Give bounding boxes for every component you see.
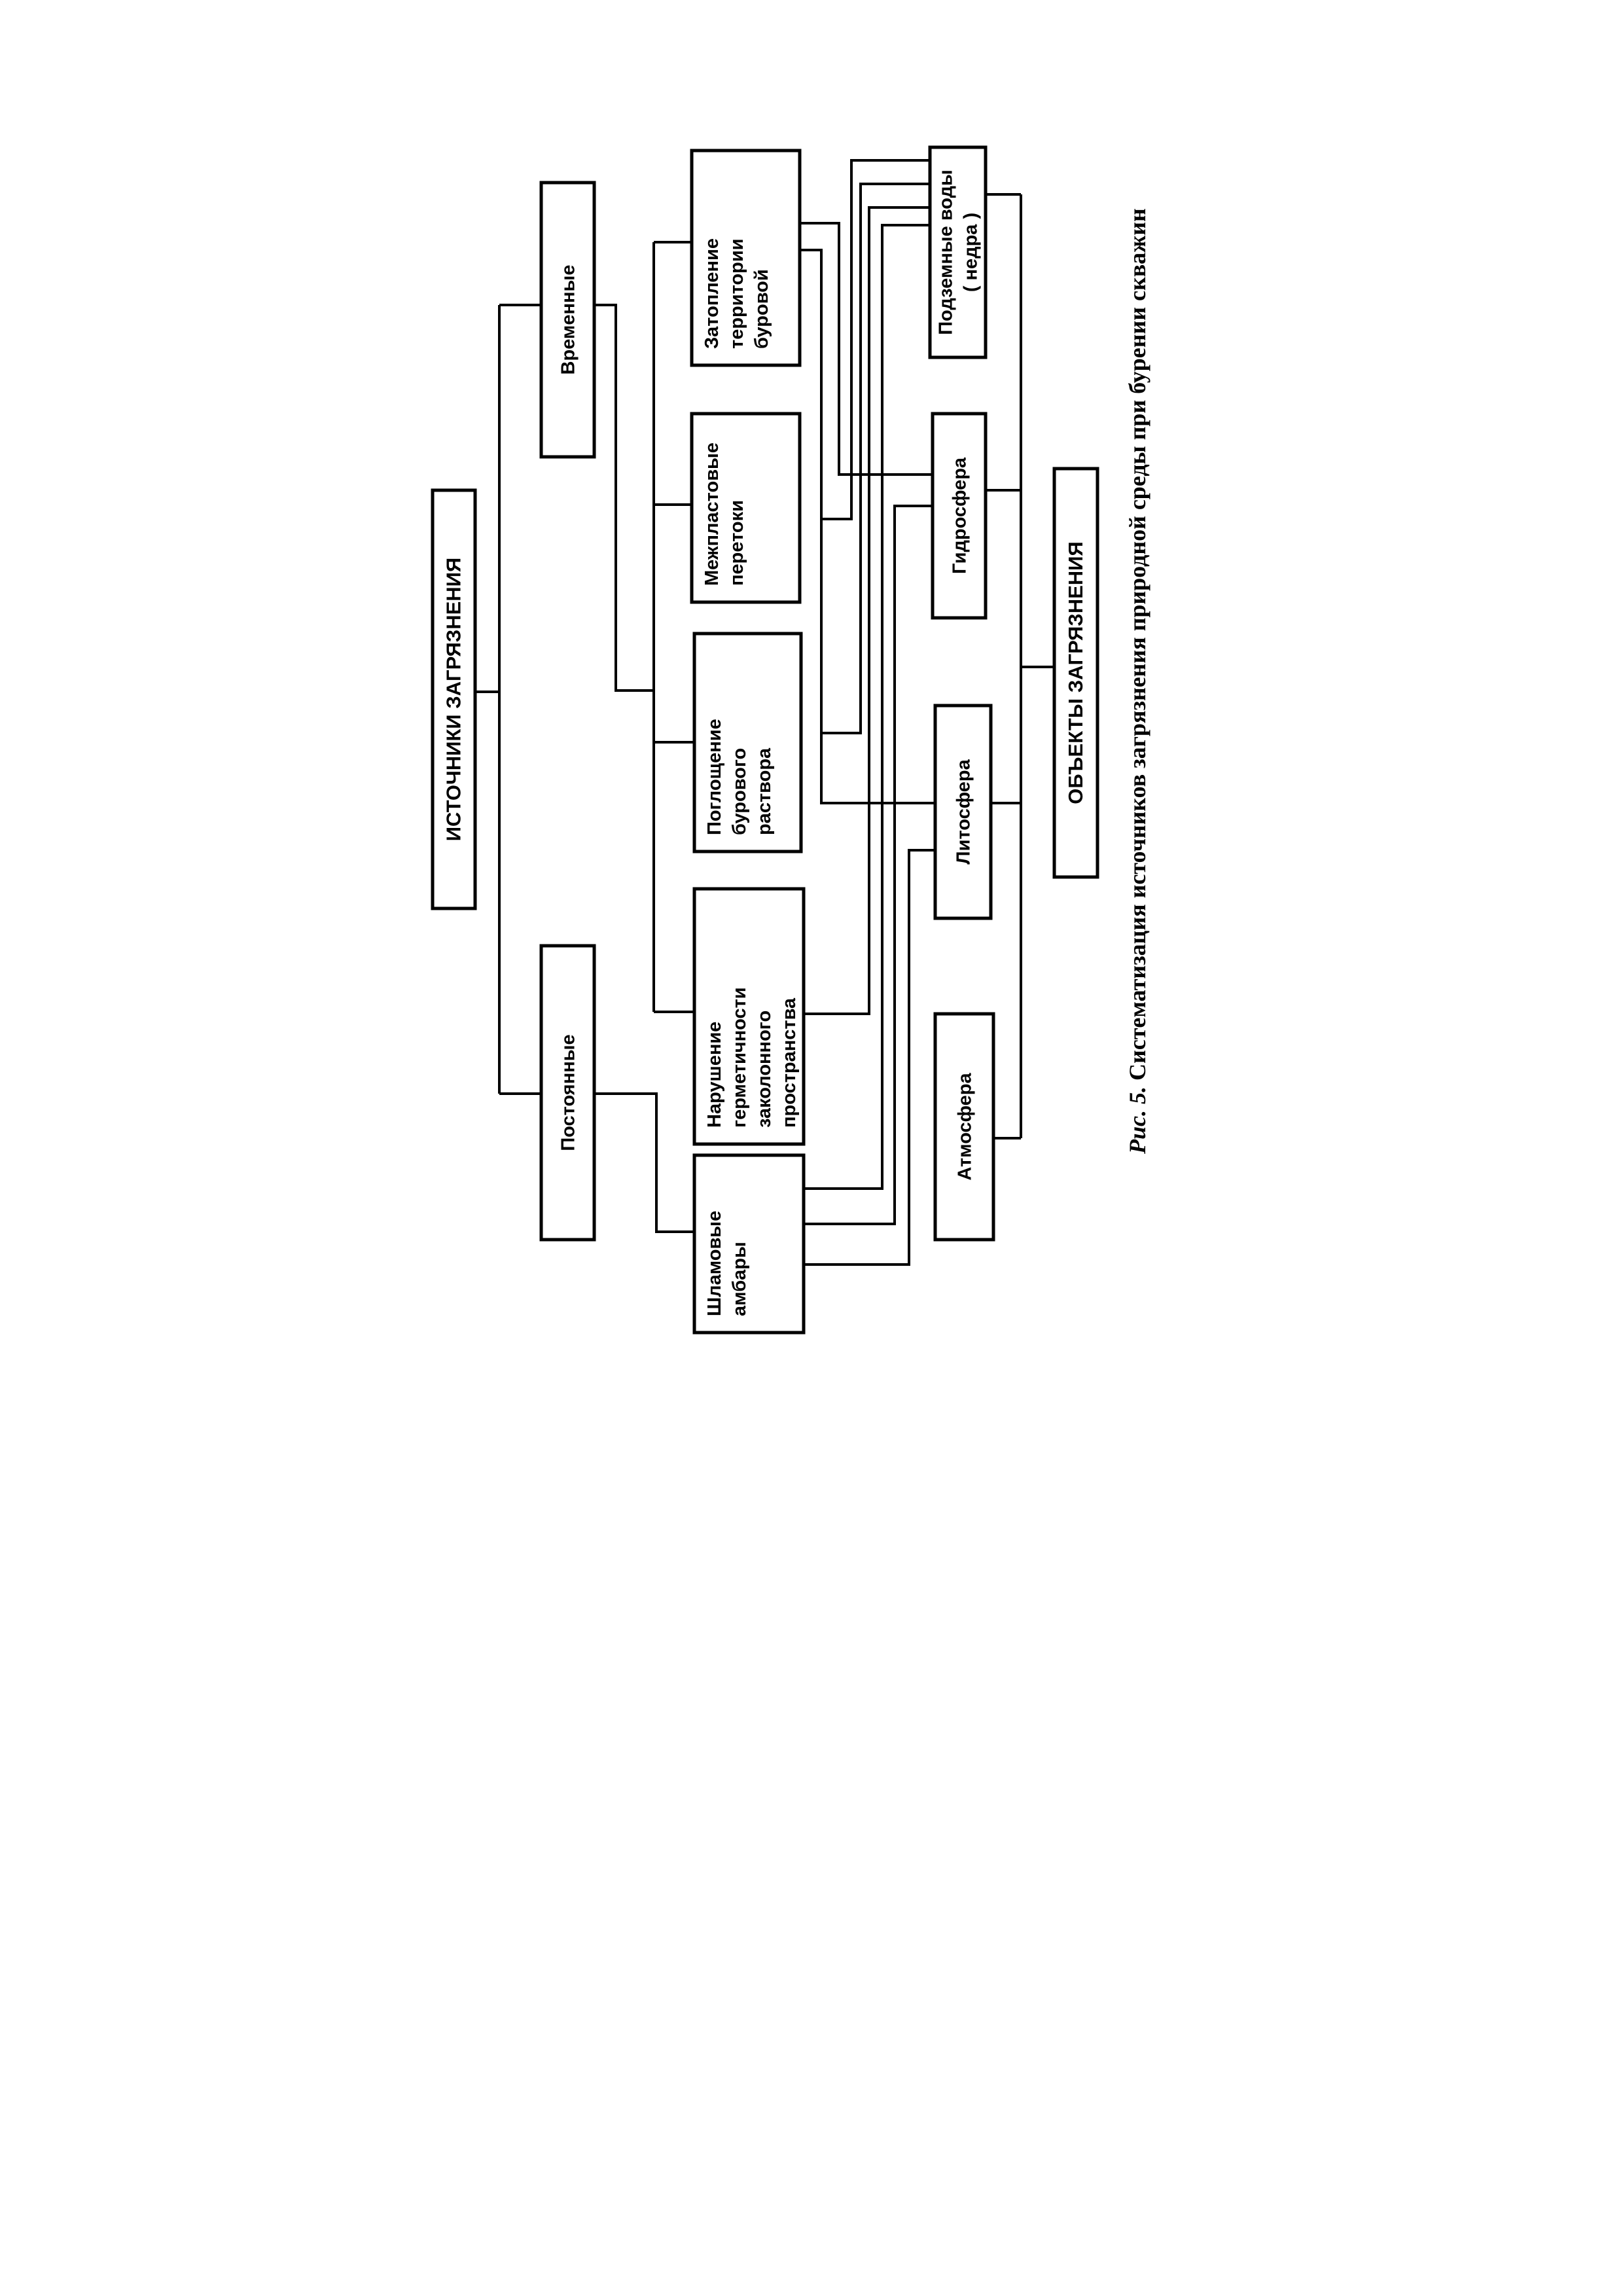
figure-caption: Рис. 5. Систематизация источников загряз… <box>1124 208 1150 1155</box>
box-frame <box>692 887 806 1146</box>
groundwater-box: Подземные воды( недра ) <box>928 145 988 359</box>
box-label: территории <box>726 239 747 350</box>
diagram-boxes: ИСТОЧНИКИ ЗАГРЯЗНЕНИЯ ВременныеПостоянные… <box>431 145 1099 1335</box>
box-label: заколонного <box>754 1011 775 1128</box>
box-label: Шламовые <box>704 1211 725 1316</box>
box-label: амбары <box>729 1242 750 1316</box>
box-frame <box>690 149 802 367</box>
box-label: Постоянные <box>558 1034 579 1151</box>
caption-text: Систематизация источников загрязнения пр… <box>1124 208 1150 1086</box>
box-frame <box>539 944 596 1242</box>
permanent-box: Постоянные <box>539 944 596 1242</box>
box-label: ИСТОЧНИКИ ЗАГРЯЗНЕНИЯ <box>442 558 465 841</box>
connector-line <box>800 249 935 804</box>
sources-title-box: ИСТОЧНИКИ ЗАГРЯЗНЕНИЯ <box>431 488 477 910</box>
box-frame <box>692 1153 806 1335</box>
box-label: Подземные воды <box>936 170 957 335</box>
connector-line <box>594 1092 694 1233</box>
box-frame <box>933 704 993 920</box>
connector-line <box>804 206 930 1015</box>
box-frame <box>539 181 596 459</box>
box-label: ОБЪЕКТЫ ЗАГРЯЗНЕНИЯ <box>1064 541 1087 804</box>
box-frame <box>928 145 988 359</box>
connector-line <box>821 159 930 520</box>
box-label: ( недра ) <box>961 213 982 292</box>
box-label: раствора <box>754 747 775 835</box>
box-frame <box>931 412 988 620</box>
connector-line <box>804 224 930 1190</box>
box-frame <box>933 1012 995 1242</box>
box-label: Нарушение <box>704 1022 725 1128</box>
connector-lines <box>475 159 1054 1266</box>
box-label: герметичности <box>729 987 750 1128</box>
box-label: Литосфера <box>954 759 974 864</box>
box-label: Гидросфера <box>950 457 971 574</box>
hydrosphere-box: Гидросфера <box>931 412 988 620</box>
lithosphere-box: Литосфера <box>933 704 993 920</box>
box-frame <box>431 488 477 910</box>
connector-line <box>800 222 933 476</box>
box-frame <box>690 412 802 604</box>
box-label: перетоки <box>726 500 747 586</box>
connector-line <box>594 304 654 692</box>
connector-line <box>804 849 935 1266</box>
box-frame <box>692 632 803 853</box>
box-label: пространства <box>779 997 800 1128</box>
box-label: Межпластовые <box>702 442 722 586</box>
caption-label: Рис. 5. <box>1124 1086 1150 1155</box>
box-label: Поглощение <box>704 719 725 835</box>
box-label: Временные <box>558 265 579 375</box>
box-frame <box>1052 467 1099 879</box>
box-label: Атмосфера <box>955 1073 976 1181</box>
connector-line <box>804 505 933 1225</box>
objects-title-box: ОБЪЕКТЫ ЗАГРЯЗНЕНИЯ <box>1052 467 1099 879</box>
connector-line <box>821 183 930 734</box>
box-label: Затопление <box>702 238 722 349</box>
temporary-box: Временные <box>539 181 596 459</box>
atmosphere-box: Атмосфера <box>933 1012 995 1242</box>
box-label: бурового <box>729 748 750 835</box>
box-label: буровой <box>751 269 772 349</box>
